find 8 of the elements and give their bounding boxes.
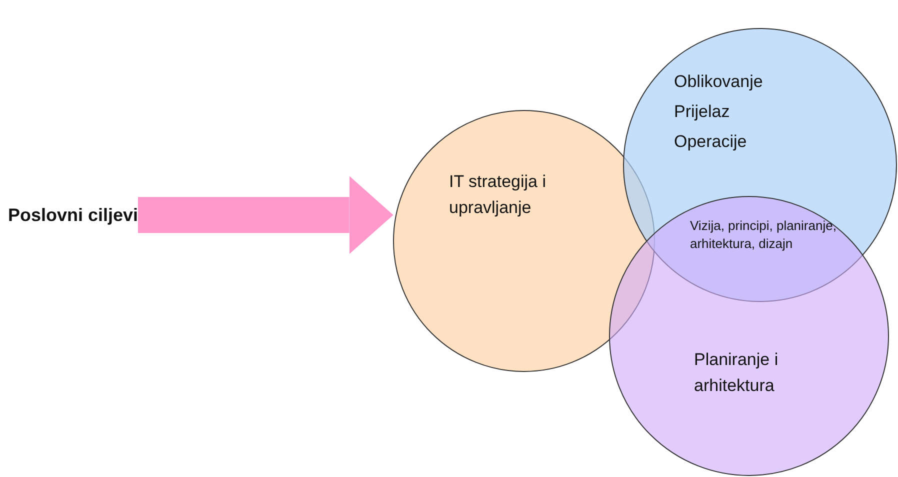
circle-label: Prijelaz (674, 101, 730, 123)
circle-label: Planiranje i arhitektura (694, 349, 780, 397)
block-arrow (138, 176, 394, 254)
circle-label: Operacije (674, 131, 747, 153)
goal-label: Poslovni ciljevi (8, 204, 138, 227)
circle-label: IT strategija i upravljanje (449, 171, 548, 219)
circle-label: Oblikovanje (674, 71, 763, 93)
overlap-label: Vizija, principi, planiranje, arhitektura, dizajn (690, 217, 838, 253)
